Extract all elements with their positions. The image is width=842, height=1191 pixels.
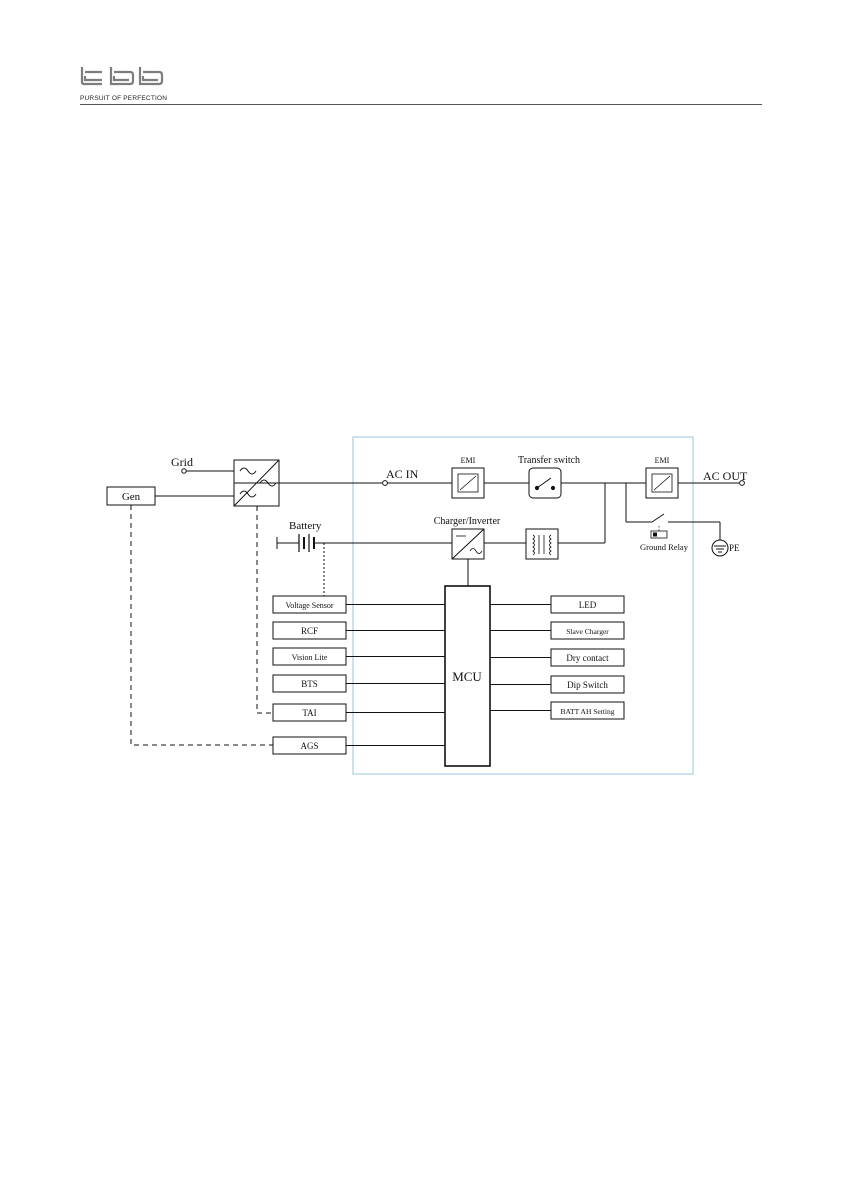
ac-in-terminal (383, 481, 388, 486)
pe-label: PE (729, 543, 740, 553)
grid-label: Grid (171, 455, 193, 469)
left-module-label-voltage-sensor: Voltage Sensor (285, 601, 333, 610)
charger-inverter-label: Charger/Inverter (434, 516, 501, 527)
right-module-label-slave-charger: Slave Charger (566, 627, 609, 636)
ac-out-label: AC OUT (703, 469, 748, 483)
left-module-label-bts: BTS (301, 679, 318, 689)
transfer-switch-block (529, 468, 561, 498)
transfer-switch-label: Transfer switch (518, 455, 580, 466)
transformer-block (526, 529, 558, 559)
left-module-label-rcf: RCF (301, 626, 318, 636)
right-module-label-batt-ah-setting: BATT AH Setting (560, 707, 614, 716)
mcu-label: MCU (452, 669, 482, 684)
inverter-boundary (353, 437, 693, 774)
left-module-label-vision-lite: Vision Lite (292, 653, 328, 662)
emi-out-label: EMI (655, 456, 670, 465)
right-module-label-led: LED (579, 600, 597, 610)
ac-in-label: AC IN (386, 467, 419, 481)
left-module-label-tai: TAI (302, 708, 316, 718)
left-module-label-ags: AGS (300, 741, 318, 751)
grid-terminal (182, 469, 186, 473)
emi-in-label: EMI (461, 456, 476, 465)
ground-relay-label: Ground Relay (640, 542, 689, 552)
battery-label: Battery (289, 520, 322, 532)
pe-ground-symbol (712, 540, 728, 556)
right-module-label-dry-contact: Dry contact (566, 653, 609, 663)
right-module-label-dip-switch: Dip Switch (567, 680, 608, 690)
gen-label: Gen (122, 491, 141, 503)
